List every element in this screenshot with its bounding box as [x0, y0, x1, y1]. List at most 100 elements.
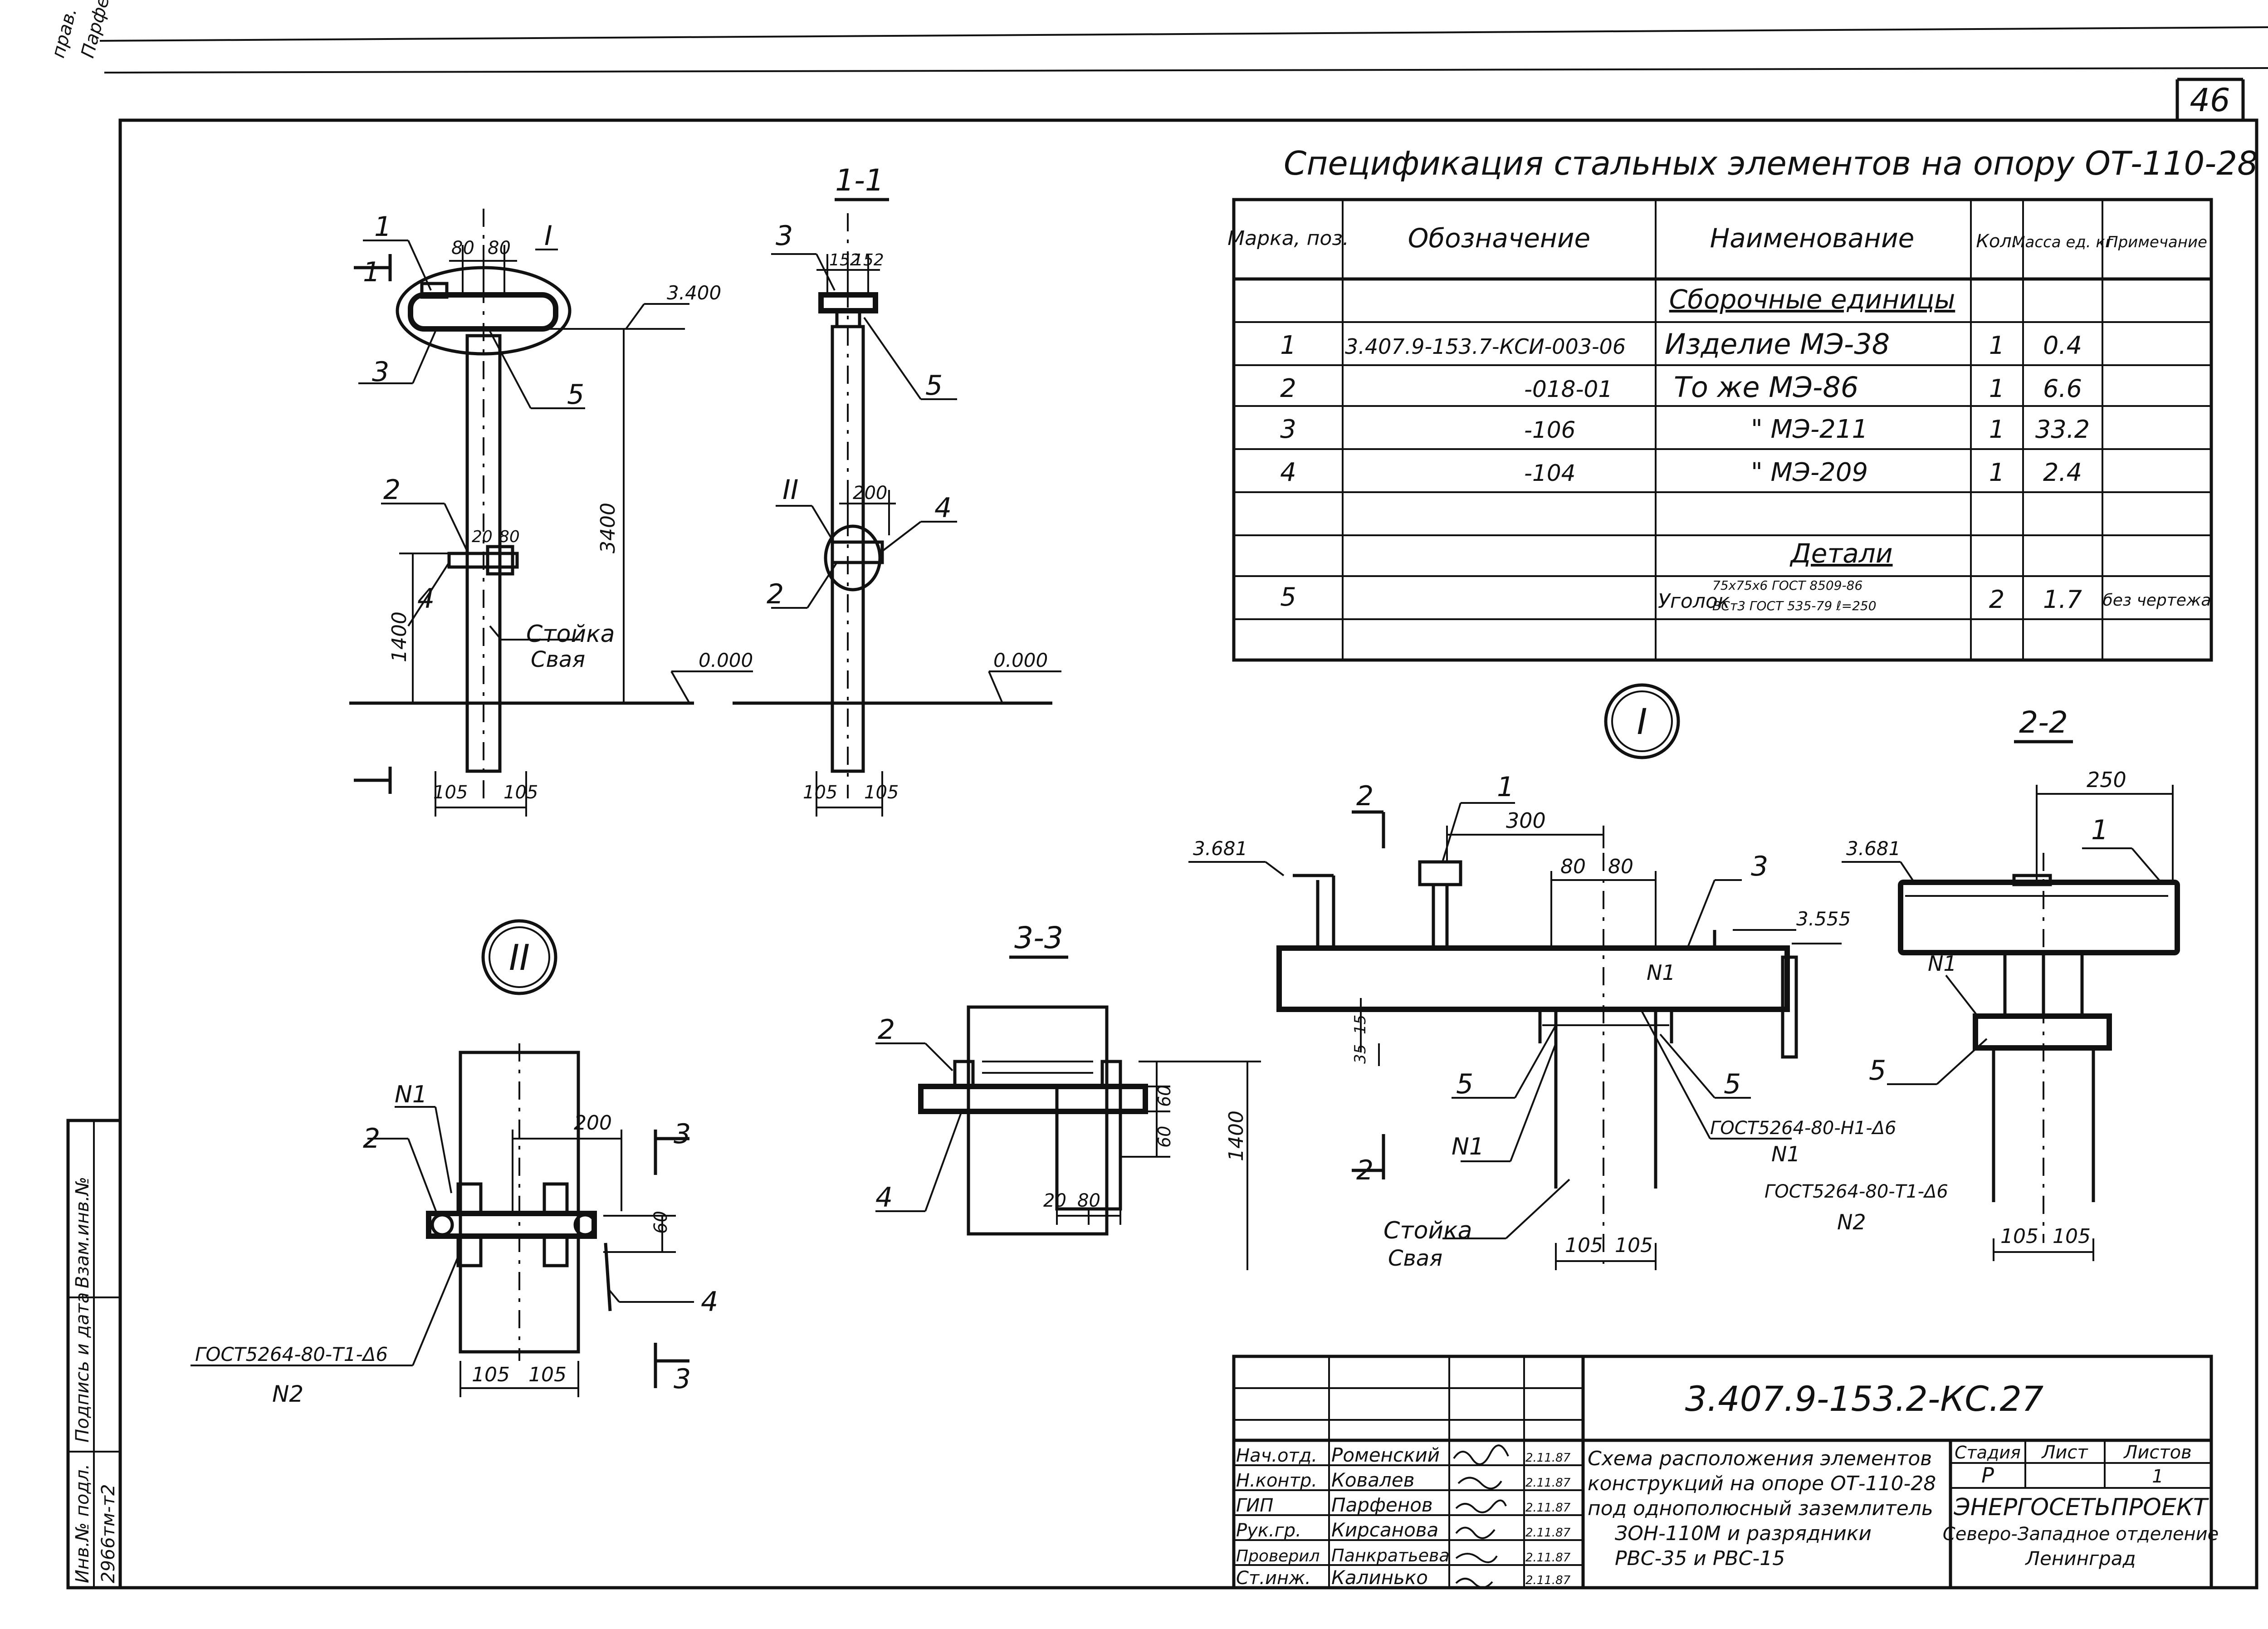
main-label-2: 2: [383, 474, 401, 506]
detail-I-dim-80-right: 80: [1608, 855, 1633, 878]
main-label-3: 3: [372, 356, 389, 388]
spec-row-3-designation: -106: [1524, 417, 1575, 443]
stamp-signature-date: Подпись и дата: [72, 1292, 93, 1443]
title-description-5: РВС-35 и РВС-15: [1615, 1547, 1785, 1570]
stamp-original-inv: Инв.№ подл.: [72, 1464, 93, 1583]
section-11-dim-152-right: 152: [853, 251, 884, 269]
staff-name-4: Кирсанова: [1331, 1519, 1438, 1541]
spec-header-mass: Масса ед. кг: [2012, 233, 2114, 251]
spec-detail-mark: 5: [1280, 582, 1296, 612]
section-22-dim-105-left: 105: [2000, 1225, 2038, 1248]
spec-section-assembly: Сборочные единицы: [1669, 284, 1955, 315]
section-33-dim-20: 20: [1043, 1190, 1066, 1211]
section-33-dim-60-top: 60: [1154, 1085, 1174, 1107]
spec-row-4-mark: 4: [1280, 458, 1296, 487]
main-label-section-I: I: [544, 220, 552, 252]
section-22-geometry: [1842, 740, 2180, 1261]
title-staff-row: Проверил Панкратьева 2.11.87: [1236, 1546, 1571, 1565]
staff-name-6: Калинько: [1331, 1566, 1428, 1589]
spec-detail-name-line2: ВСт3 ГОСТ 535-79 ℓ=250: [1712, 598, 1877, 613]
spec-row-1-name: Изделие МЭ-38: [1665, 328, 1890, 361]
spec-header-designation: Обозначение: [1408, 223, 1590, 254]
main-post-label: Стойка: [526, 621, 615, 648]
detail-I-post-label: Стойка: [1383, 1217, 1472, 1244]
staff-date-5: 2.11.87: [1525, 1551, 1571, 1565]
spec-row-3-name: " МЭ-211: [1751, 415, 1868, 444]
spec-row: 4 -104 " МЭ-209 1 2.4: [1280, 458, 2082, 487]
spec-row-1-designation: 3.407.9-153.7-КСИ-003-06: [1345, 334, 1626, 359]
staff-name-2: Ковалев: [1331, 1469, 1414, 1491]
stamp-inventory-number: 2966тм-т2: [98, 1484, 119, 1583]
spec-table-grid: [1232, 198, 2213, 662]
corner-note-1: прав.: [48, 5, 81, 60]
spec-header-note: Примечание: [2107, 233, 2207, 251]
spec-row-2-designation: -018-01: [1524, 376, 1613, 402]
detail-I-cut-2-bottom: 2: [1356, 1154, 1374, 1186]
title-sheets-label: Листов: [2123, 1442, 2191, 1463]
main-dim-105-left: 105: [433, 782, 468, 803]
spec-row-4-name: " МЭ-209: [1751, 458, 1868, 487]
title-sheets-value: 1: [2152, 1466, 2163, 1487]
staff-role-3: ГИП: [1236, 1495, 1273, 1516]
section-22-dim-250: 250: [2087, 768, 2126, 792]
section-11-dim-105-left: 105: [803, 782, 837, 803]
spec-detail-row: 5 Уголок 75x75x6 ГОСТ 8509-86 ВСт3 ГОСТ …: [1280, 578, 2211, 614]
section-11-label-II: II: [782, 474, 798, 506]
spec-row-3-mass: 33.2: [2035, 415, 2090, 444]
main-elevation-0000: 0.000: [699, 649, 753, 671]
spec-row: 2 -018-01 То же МЭ-86 1 6.6: [1280, 371, 2082, 404]
title-org: ЭНЕРГОСЕТЬПРОЕКТ: [1953, 1494, 2209, 1521]
spec-row-1-mark: 1: [1280, 331, 1296, 360]
section-22-label-5: 5: [1869, 1055, 1886, 1086]
detail-II-cut-3-bottom: 3: [674, 1363, 691, 1395]
section-22-dim-105-right: 105: [2053, 1225, 2091, 1248]
title-branch: Северо-Западное отделение: [1943, 1524, 2219, 1545]
main-dim-20: 20: [472, 528, 493, 546]
section-22-label-N1: N1: [1928, 951, 1957, 976]
detail-I-label-3: 3: [1751, 851, 1768, 882]
detail-I-weld-N1-top: N1: [1647, 960, 1676, 985]
section-22-title: 2-2: [2019, 705, 2068, 740]
spec-row: 3 -106 " МЭ-211 1 33.2: [1280, 415, 2090, 444]
section-22-label-1: 1: [2091, 814, 2108, 846]
detail-II-dim-105-right: 105: [528, 1363, 567, 1386]
spec-row-2-name: То же МЭ-86: [1674, 371, 1858, 404]
detail-I-dim-80-left: 80: [1560, 855, 1586, 878]
section-11-dim-152-left: 152: [829, 251, 860, 269]
spec-row-2-qty: 1: [1989, 374, 2004, 403]
corner-note-2: Парфе: [77, 0, 113, 60]
title-code: 3.407.9-153.2-КС.27: [1685, 1379, 2043, 1419]
main-dim-3400: 3400: [596, 503, 620, 553]
spec-detail-name-line1: 75x75x6 ГОСТ 8509-86: [1712, 578, 1862, 593]
staff-date-3: 2.11.87: [1525, 1501, 1571, 1515]
title-staff-row: ГИП Парфенов 2.11.87: [1236, 1494, 1571, 1516]
staff-name-3: Парфенов: [1331, 1494, 1433, 1516]
staff-role-2: Н.контр.: [1236, 1470, 1317, 1491]
detail-II-dim-200: 200: [574, 1111, 612, 1135]
section-11-elevation-0000: 0.000: [993, 649, 1048, 671]
spec-row: 1 3.407.9-153.7-КСИ-003-06 Изделие МЭ-38…: [1280, 328, 2082, 361]
detail-I-marker: I: [1637, 702, 1647, 743]
section-33-label-2: 2: [878, 1014, 895, 1046]
spec-row-1-mass: 0.4: [2043, 331, 2082, 360]
detail-I-pile-label: Свая: [1388, 1246, 1442, 1271]
title-description-3: под однополюсный заземлитель: [1588, 1497, 1933, 1520]
sheet-number: 46: [2190, 82, 2230, 119]
section-22-elevation-3681: 3.681: [1846, 837, 1901, 860]
title-stage-label: Стадия: [1955, 1443, 2021, 1463]
main-dim-80-stub: 80: [499, 528, 520, 546]
detail-I-weld-N1-left: N1: [1452, 1133, 1484, 1160]
detail-II-geometry: [191, 919, 694, 1397]
spec-row-2-mark: 2: [1280, 374, 1296, 403]
section-11-geometry: [733, 198, 1061, 817]
detail-I-dim-35: 35: [1351, 1044, 1369, 1064]
spec-detail-qty: 2: [1989, 585, 2004, 614]
section-11-label-4: 4: [934, 492, 952, 524]
stamp-replace-inv: Взам.инв.№: [72, 1177, 93, 1288]
detail-I-label-5-left: 5: [1456, 1068, 1473, 1100]
staff-date-4: 2.11.87: [1525, 1526, 1571, 1540]
section-33-geometry: [875, 955, 1261, 1270]
spec-title: Спецификация стальных элементов на опору…: [1284, 144, 2258, 182]
